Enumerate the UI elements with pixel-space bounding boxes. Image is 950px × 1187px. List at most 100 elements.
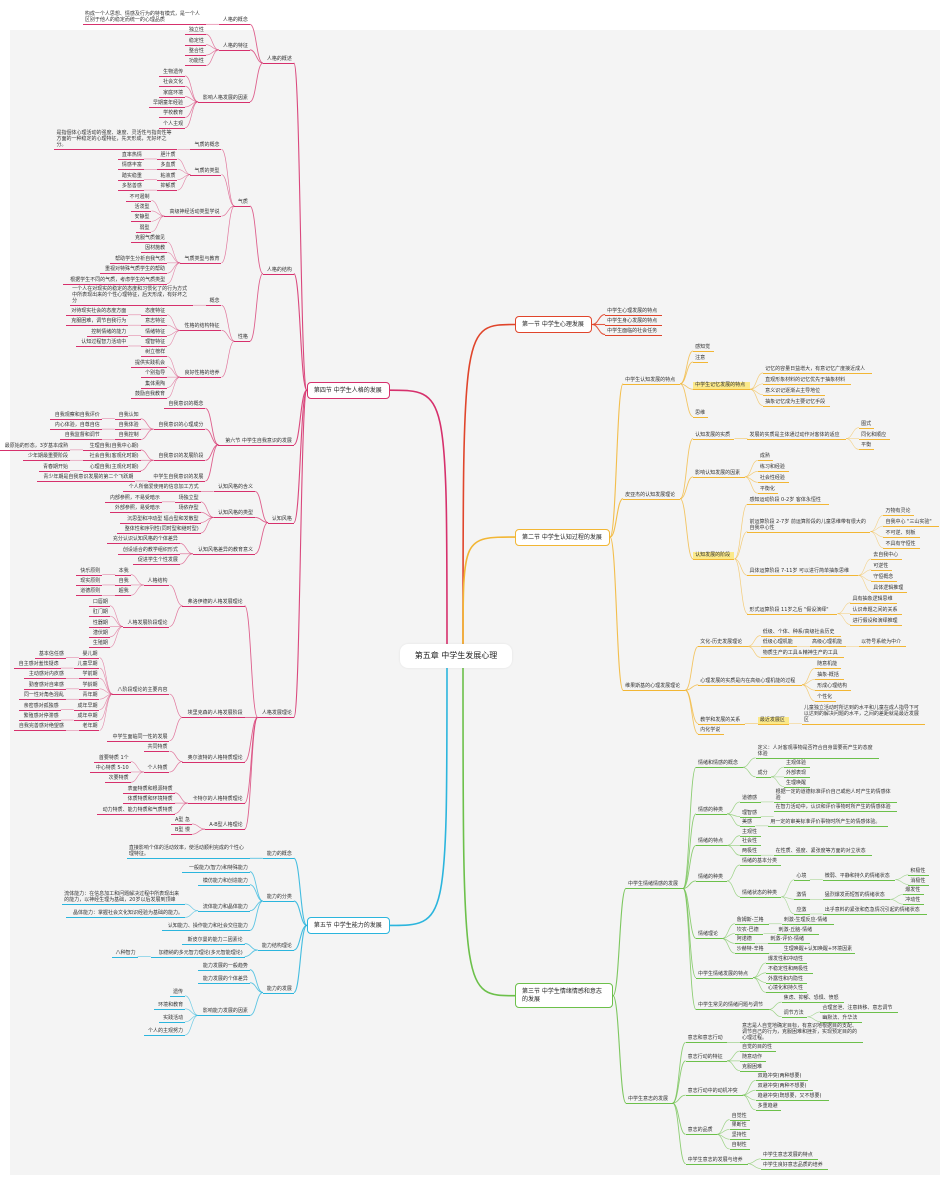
topic-node[interactable]: 文化-历史发展理论 <box>698 639 748 648</box>
leaf-topic[interactable]: A型 急 <box>170 817 192 825</box>
leaf-topic[interactable]: 中心特质 5-10 <box>90 765 131 773</box>
leaf-topic[interactable]: 整合性 <box>185 48 206 57</box>
topic-node[interactable]: 能力的分类 <box>262 894 294 903</box>
leaf-topic[interactable]: 图式 <box>859 421 875 429</box>
topic-node[interactable]: 多血质 <box>156 162 178 171</box>
leaf-topic[interactable]: 直接影响个体的活动效率，使活动顺利完成的个性心理特征。 <box>126 845 250 860</box>
leaf-topic[interactable]: 随意动作 <box>740 1054 766 1062</box>
leaf-topic[interactable]: 外部参照，易受暗示 <box>110 505 162 514</box>
leaf-topic[interactable]: 中学生心理发展的特点 <box>605 308 663 316</box>
leaf-topic[interactable]: 个人所偏爱使用的信息加工方式 <box>122 484 201 493</box>
topic-node[interactable]: 意志行动中的动机冲突 <box>685 1088 743 1097</box>
leaf-topic[interactable]: 随意机能 <box>815 661 841 670</box>
topic-node[interactable]: 个人特质 <box>143 765 170 773</box>
leaf-topic[interactable]: 动力特质、能力特质和气质特质 <box>96 807 175 815</box>
leaf-topic[interactable]: 能力发展的一般趋势 <box>198 963 250 971</box>
topic-node[interactable]: 能力的概念 <box>262 851 294 860</box>
leaf-topic[interactable]: 万物有灵论 <box>883 508 915 517</box>
leaf-topic[interactable]: 守恒概念 <box>871 574 898 582</box>
topic-node[interactable]: 意志特征 <box>141 318 168 327</box>
leaf-topic[interactable]: 最原始的形态，3岁基本成熟 <box>0 443 70 451</box>
topic-node[interactable]: 社会自我(客观化时期) <box>82 453 141 462</box>
topic-node[interactable]: 气质的概念 <box>190 142 222 151</box>
topic-node[interactable]: 人格发展理论 <box>257 710 294 719</box>
leaf-topic[interactable]: 用一定的审美标准评价事物时所产生的情感体验。 <box>768 819 888 827</box>
leaf-topic[interactable]: 基本信任感 <box>34 651 66 659</box>
leaf-topic[interactable]: 爆发性 <box>903 887 924 896</box>
leaf-topic[interactable]: 快乐原则 <box>76 568 103 576</box>
topic-node[interactable]: 认知风格差异的教育意义 <box>192 547 256 555</box>
topic-node[interactable]: 埃里克森的人格发展阶段 <box>182 710 245 719</box>
topic-node[interactable]: 具体运算阶段 7-11岁 可以进行简单抽象思维 <box>747 568 859 577</box>
leaf-topic[interactable]: 根据一定的道德标准评价自己或他人时产生的情感体验 <box>773 789 897 803</box>
topic-node[interactable]: 最近发展区 <box>757 716 789 725</box>
leaf-topic[interactable]: 表面特质和根源特质 <box>122 786 175 794</box>
topic-node[interactable]: 概念 <box>206 298 222 307</box>
leaf-topic[interactable]: 去自我中心 <box>871 552 903 560</box>
leaf-topic[interactable]: 个别指导 <box>141 370 168 379</box>
leaf-topic[interactable]: 抽象-概括 <box>815 672 844 681</box>
leaf-topic[interactable]: 性器期 <box>89 620 110 628</box>
leaf-topic[interactable]: 出乎意料的紧张和危急情况引起的情绪状态 <box>822 907 927 915</box>
topic-node[interactable]: 情绪状态的种类 <box>740 890 782 898</box>
topic-node[interactable]: 美感 <box>740 819 756 827</box>
leaf-topic[interactable]: 儿童独立活动时所达到的水平和儿童在成人指导下可以达到的解决问题的水平，之间的差距… <box>801 705 925 725</box>
topic-node[interactable]: 能力的发展 <box>262 986 294 994</box>
topic-node[interactable]: 低级心理机能 <box>760 639 797 648</box>
leaf-topic[interactable]: 社会性 <box>740 838 761 847</box>
topic-node[interactable]: 气质 <box>234 199 250 208</box>
leaf-topic[interactable]: 低级、个体、种系/高级社会历史 <box>760 629 842 637</box>
leaf-topic[interactable]: 认识命题之间的关系 <box>850 607 903 615</box>
topic-node[interactable]: 青年期 <box>78 692 100 701</box>
section-topic[interactable]: 第一节 中学生心理发展 <box>515 316 593 333</box>
leaf-topic[interactable]: 不具有守恒性 <box>883 541 920 549</box>
topic-node[interactable]: 抑郁质 <box>156 183 178 192</box>
section-topic[interactable]: 第三节 中学生情绪情感和意志的发展 <box>515 983 613 1009</box>
topic-node[interactable]: A-B型人格理论 <box>204 822 245 831</box>
leaf-topic[interactable]: 家庭环境 <box>159 90 186 98</box>
leaf-topic[interactable]: 踏实稳重 <box>118 173 144 181</box>
leaf-topic[interactable]: 活泼型 <box>130 204 152 212</box>
leaf-topic[interactable]: 内化学说 <box>698 727 725 736</box>
leaf-topic[interactable]: 外部表现 <box>784 770 810 778</box>
leaf-topic[interactable]: 自主感对羞怯疑虑 <box>14 661 61 670</box>
leaf-topic[interactable]: 自觉性 <box>729 1113 751 1121</box>
topic-node[interactable]: 认知风格的类型 <box>213 510 256 519</box>
leaf-topic[interactable]: 一个人在对现实的稳定的态度和习惯化了的行为方式中所表现出来的个性心理特征，后天形… <box>70 286 194 307</box>
leaf-topic[interactable]: 平衡化 <box>757 486 779 495</box>
topic-node[interactable]: 两极性 <box>740 848 761 857</box>
leaf-topic[interactable]: 形成心理结构 <box>815 683 852 692</box>
leaf-topic[interactable]: 直率热情 <box>118 152 144 160</box>
topic-node[interactable]: 本我 <box>115 568 131 576</box>
leaf-topic[interactable]: 控制情绪的能力 <box>86 329 129 337</box>
leaf-topic[interactable]: 具有抽象逻辑思维 <box>850 596 898 604</box>
leaf-topic[interactable]: 果断性 <box>729 1122 751 1131</box>
leaf-topic[interactable]: 自我完善感对绝望感 <box>14 723 66 732</box>
leaf-topic[interactable]: 安静型 <box>130 214 152 223</box>
leaf-topic[interactable]: 社会性经验 <box>757 475 789 484</box>
leaf-topic[interactable]: 因材施教 <box>141 245 168 254</box>
leaf-topic[interactable]: 在性质、强度、紧张度等方面的对立状态 <box>773 848 873 857</box>
leaf-topic[interactable]: 抽象记忆成为主要记忆手段 <box>763 399 831 407</box>
leaf-topic[interactable]: 是指個体心理活动的强度、速度、灵活性与指向性等方面的一种稳定的心理特征，先天形成… <box>54 130 178 151</box>
leaf-topic[interactable]: 物质生产的工具＆精神生产的工具 <box>760 650 844 659</box>
leaf-topic[interactable]: 以符号系统为中介 <box>859 639 906 648</box>
leaf-topic[interactable]: 中学生意志发展的特点 <box>760 1152 818 1160</box>
leaf-topic[interactable]: 注意 <box>693 355 709 363</box>
leaf-topic[interactable]: 个人的主观努力 <box>143 1028 186 1036</box>
leaf-topic[interactable]: 同一性对角色混乱 <box>19 692 66 701</box>
leaf-topic[interactable]: 重视对特殊气质学生的帮助 <box>99 266 168 275</box>
topic-node[interactable]: 沙赫特-辛格 <box>734 946 769 955</box>
topic-node[interactable]: 自我意识的发展阶段 <box>153 453 206 462</box>
topic-node[interactable]: 良好性格的培养 <box>180 370 222 379</box>
leaf-topic[interactable]: 记忆的容量日益增大，有意记忆广度接近成人 <box>763 366 873 374</box>
topic-node[interactable]: 性格 <box>234 334 250 343</box>
topic-node[interactable]: 人格结构 <box>143 578 170 586</box>
topic-node[interactable]: 人格的概念 <box>218 17 250 26</box>
leaf-topic[interactable]: 环境和教育 <box>154 1002 186 1010</box>
leaf-topic[interactable]: 可逆性 <box>871 563 892 571</box>
leaf-topic[interactable]: 刺激-评价-情绪 <box>768 936 811 945</box>
topic-node[interactable]: 形式运算阶段 11岁之后 "假设演绎" <box>747 607 838 615</box>
leaf-topic[interactable]: 主观性 <box>740 829 761 837</box>
leaf-topic[interactable]: 思维 <box>693 410 709 418</box>
